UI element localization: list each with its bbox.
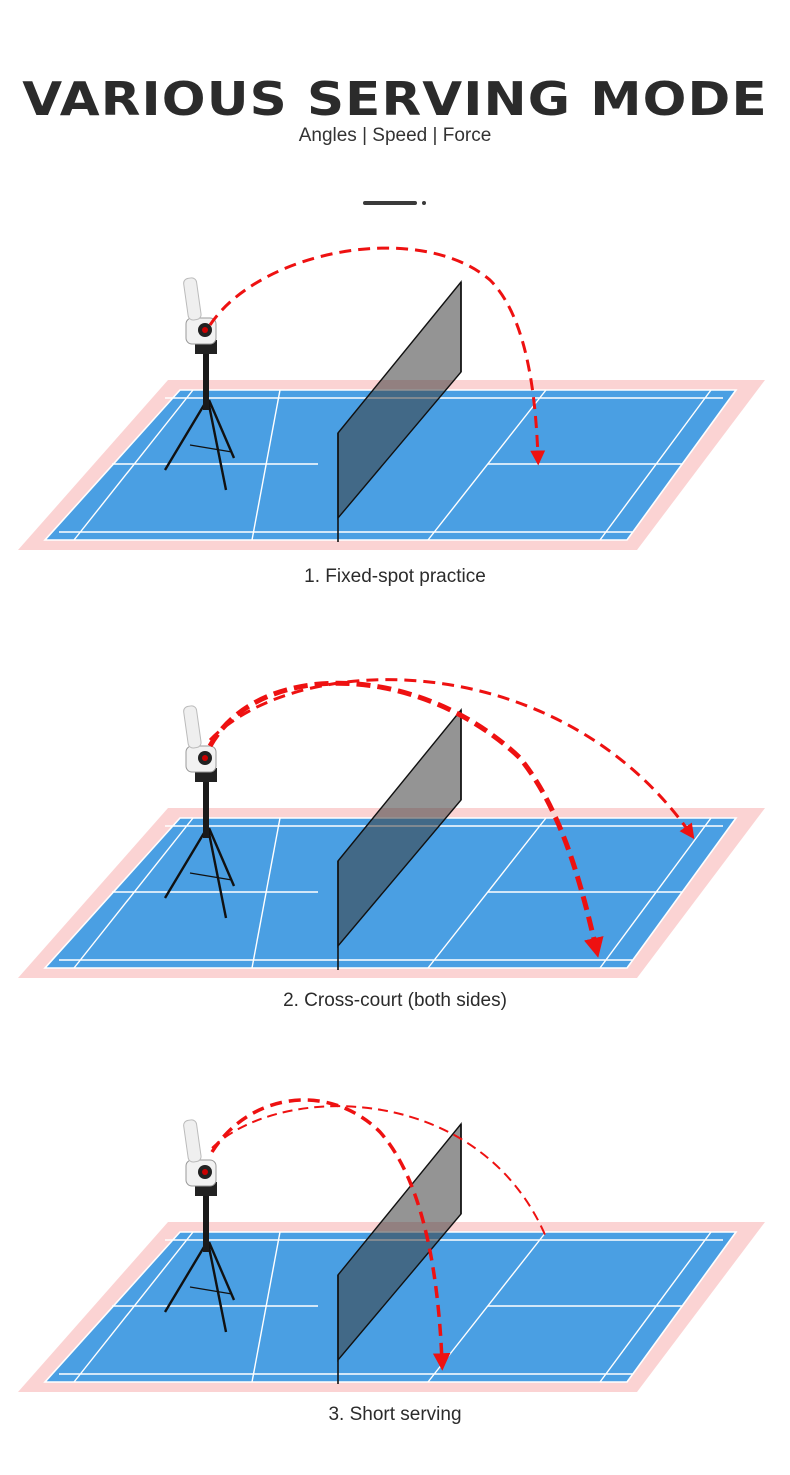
trajectory-arrow — [208, 246, 546, 466]
mode-caption: 1. Fixed-spot practice — [304, 566, 486, 587]
court-illustration-short-serving — [17, 1098, 766, 1393]
court-illustration-cross-court — [17, 678, 766, 979]
trajectory-arrow — [207, 680, 604, 958]
divider-dot — [422, 201, 426, 205]
mode-caption: 2. Cross-court (both sides) — [283, 990, 507, 1011]
trajectory-arrow — [211, 1105, 547, 1238]
divider-line — [363, 201, 417, 205]
page-subtitle: Angles | Speed | Force — [298, 125, 492, 146]
court-illustration-fixed-spot — [17, 246, 766, 551]
mode-caption: 3. Short serving — [328, 1404, 462, 1425]
trajectory-arrow — [210, 1098, 451, 1371]
page-title: VARIOUS SERVING MODE — [22, 72, 768, 126]
trajectory-arrow — [208, 678, 695, 840]
